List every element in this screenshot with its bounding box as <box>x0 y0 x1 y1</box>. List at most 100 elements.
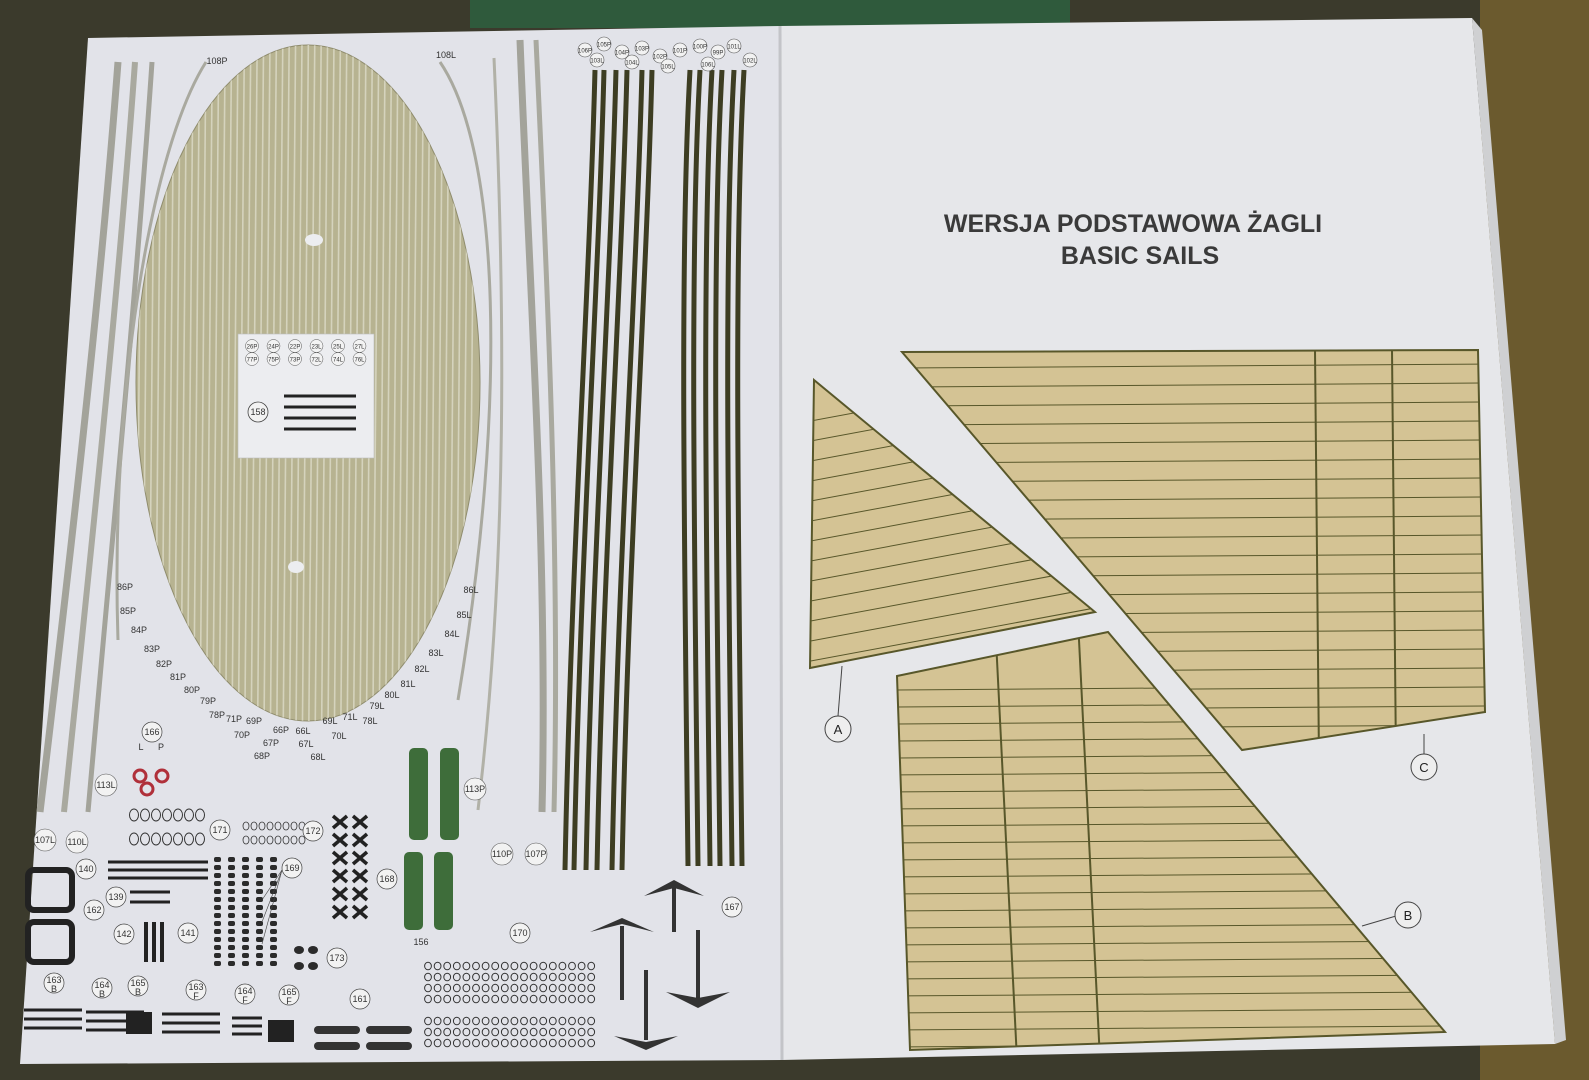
part-170-piece <box>500 1038 509 1048</box>
sail-b <box>895 630 1448 1052</box>
part-170-piece <box>510 994 519 1004</box>
part-170-piece <box>472 961 480 971</box>
part-169-piece <box>228 953 235 958</box>
sail-b-seam <box>897 991 1445 997</box>
part-170-piece <box>491 994 500 1004</box>
part-169-piece <box>270 897 277 902</box>
part-170-piece <box>510 1027 519 1037</box>
part-callout-label: 162 <box>86 905 101 915</box>
part-169-piece <box>242 881 249 886</box>
part-171-oval <box>151 832 161 846</box>
rim-label-left: 78P <box>209 710 225 720</box>
part-170-piece <box>510 972 519 982</box>
strip-label: 113P <box>465 784 485 794</box>
mast-label-circle <box>742 52 758 68</box>
part-170-piece <box>424 1016 432 1026</box>
mast-strips-right <box>681 69 747 867</box>
part-170-piece <box>500 983 509 993</box>
part-169-piece <box>256 889 263 894</box>
part-169-piece <box>214 953 221 958</box>
deck-plank <box>378 45 386 721</box>
part-169-piece <box>256 897 263 902</box>
part-169-piece <box>242 857 249 862</box>
rim-strip-right <box>438 61 493 701</box>
mast-label: 101P <box>673 49 687 55</box>
part-170-piece <box>587 1038 596 1048</box>
part-169-piece <box>228 913 235 918</box>
bottom-part-sub: F <box>286 996 292 1006</box>
part-171-oval <box>129 832 139 846</box>
deck-box-label: 77P <box>247 358 258 364</box>
part-170-piece <box>577 1016 586 1026</box>
part-169-piece <box>270 961 277 966</box>
rim-label-left: 86P <box>117 582 133 592</box>
part-168-piece <box>331 886 349 902</box>
part-169-piece <box>228 921 235 926</box>
part-callout-circle <box>83 899 105 921</box>
callout-a-line <box>837 665 843 717</box>
part-171-oval <box>162 808 172 822</box>
part-172-oval <box>298 835 306 845</box>
mast-label-circle <box>614 44 630 60</box>
part-161-piece <box>366 1026 412 1034</box>
part-170-piece <box>443 1027 452 1037</box>
part-170-piece <box>472 1016 480 1026</box>
outer-strips-right <box>476 39 559 813</box>
mast-strip <box>735 69 747 867</box>
part-callout-label: 168 <box>379 874 394 884</box>
part-169-piece <box>270 905 277 910</box>
part-168-piece <box>331 814 349 830</box>
part-169-piece <box>214 881 221 886</box>
callout-c-circle <box>1410 753 1438 781</box>
part-166-ring <box>132 768 148 784</box>
part-170-piece <box>529 961 538 971</box>
part-170-piece <box>462 994 471 1004</box>
rim-label-left: 85P <box>120 606 136 616</box>
part-169-piece <box>270 857 277 862</box>
mast-label: 106P <box>578 49 592 55</box>
part-169-piece <box>242 897 249 902</box>
part-callout-circle <box>113 923 135 945</box>
cutting-mat-green <box>470 0 1070 28</box>
part-169-piece <box>228 961 235 966</box>
mast-label-circle <box>660 58 676 74</box>
strip-label-circle <box>94 773 118 797</box>
part-172-oval <box>258 835 266 845</box>
rim-label-left: 66P <box>273 725 289 735</box>
part-170-piece <box>587 1016 596 1026</box>
part-170-piece <box>491 1038 500 1048</box>
part-170-piece <box>491 972 500 982</box>
part-158-bars <box>284 394 356 431</box>
part-172-oval <box>242 821 250 831</box>
rim-label-right: 79L <box>369 701 384 711</box>
part-173-piece <box>294 962 304 970</box>
bottom-part-num: 165 <box>281 987 296 997</box>
part-171-oval <box>140 808 150 822</box>
part-170-piece <box>510 983 519 993</box>
part-170-piece <box>500 1016 509 1026</box>
mast-label: 103L <box>590 59 604 65</box>
deck-plank <box>397 45 406 721</box>
part-170-piece <box>472 983 480 993</box>
bottom-part-sub: B <box>99 989 105 999</box>
mast-strips-left <box>562 69 655 871</box>
part-170-piece <box>491 1027 500 1037</box>
rim-strip-left <box>115 61 208 641</box>
part-170-piece <box>520 994 528 1004</box>
part-172-oval <box>258 821 266 831</box>
part-170-piece <box>529 983 538 993</box>
rim-label-left: 71P <box>226 714 242 724</box>
part-170-piece <box>548 1038 557 1048</box>
part-169-piece <box>242 929 249 934</box>
rim-label-right: 66L <box>295 726 310 736</box>
callout-b-circle <box>1394 901 1422 929</box>
mast-strip <box>713 69 725 867</box>
deck-hole-bottom <box>288 561 304 573</box>
part-171-oval <box>173 832 183 846</box>
part-callout-label: 170 <box>512 928 527 938</box>
rim-label-left: 83P <box>144 644 160 654</box>
part-170-piece <box>548 972 557 982</box>
mast-label: 106L <box>701 63 715 69</box>
part-170-piece <box>539 994 548 1004</box>
bottom-part-num: 163 <box>46 975 61 985</box>
